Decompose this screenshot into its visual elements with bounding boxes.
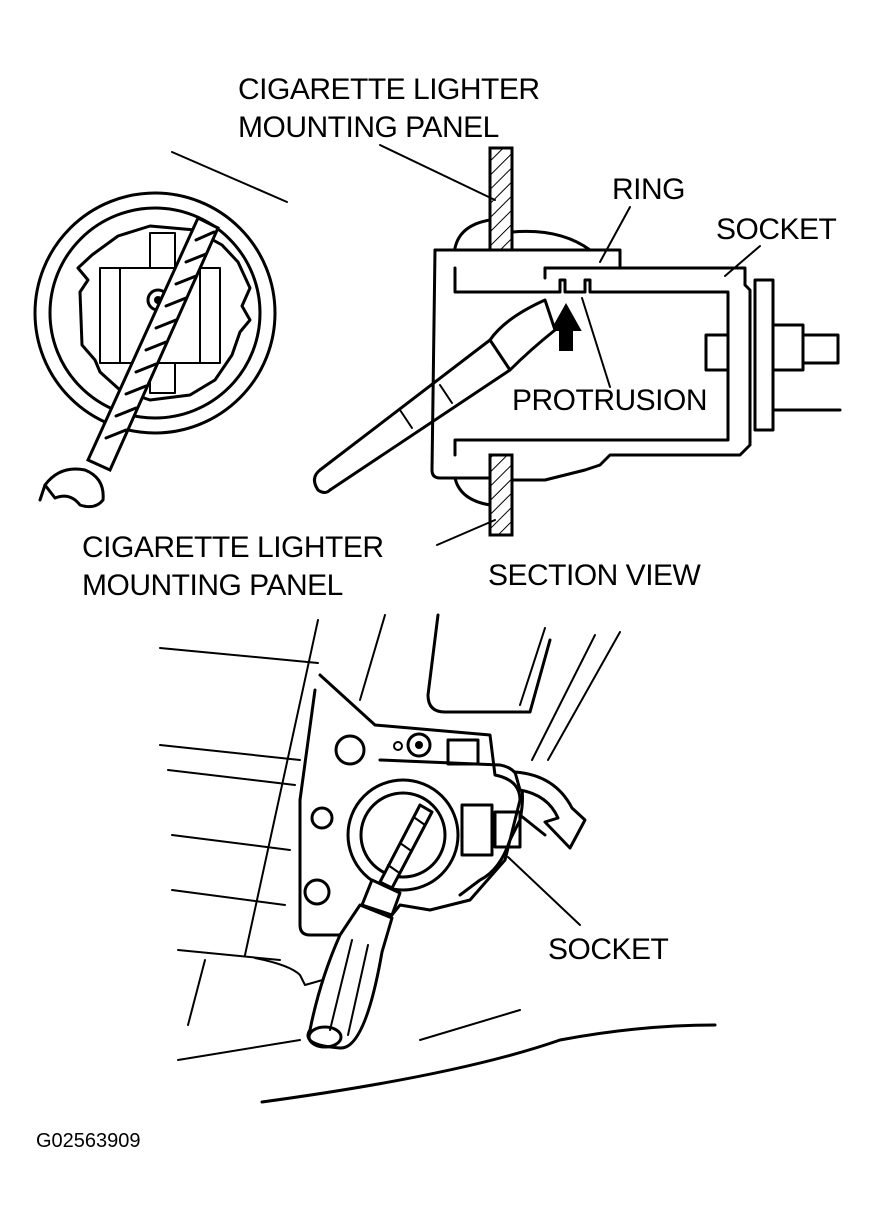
mounting-panel-lower — [488, 453, 514, 537]
screwdriver-shaft-front — [86, 215, 220, 472]
rotate-arrow — [513, 770, 587, 850]
front-view-illustration — [33, 151, 288, 509]
label-panel-top-line1: CIGARETTE LIGHTER — [238, 73, 540, 106]
push-up-arrow — [550, 302, 582, 351]
leader-lines-top — [379, 144, 761, 546]
screwdriver-section — [313, 298, 557, 494]
label-panel-top-line2: MOUNTING PANEL — [238, 111, 499, 144]
leader-line-bottom — [507, 856, 581, 926]
label-protrusion: PROTRUSION — [512, 384, 707, 417]
installed-view-illustration — [159, 613, 717, 1104]
figure-code: G02563909 — [36, 1130, 141, 1152]
section-view-illustration — [313, 146, 842, 537]
label-ring: RING — [612, 173, 685, 206]
label-socket-top: SOCKET — [716, 213, 837, 246]
screwdriver-installed — [306, 803, 434, 1050]
label-panel-bottom-line2: MOUNTING PANEL — [82, 569, 343, 602]
label-socket-bottom: SOCKET — [548, 933, 669, 966]
label-panel-bottom-line1: CIGARETTE LIGHTER — [82, 531, 384, 564]
label-section-view: SECTION VIEW — [488, 559, 702, 592]
